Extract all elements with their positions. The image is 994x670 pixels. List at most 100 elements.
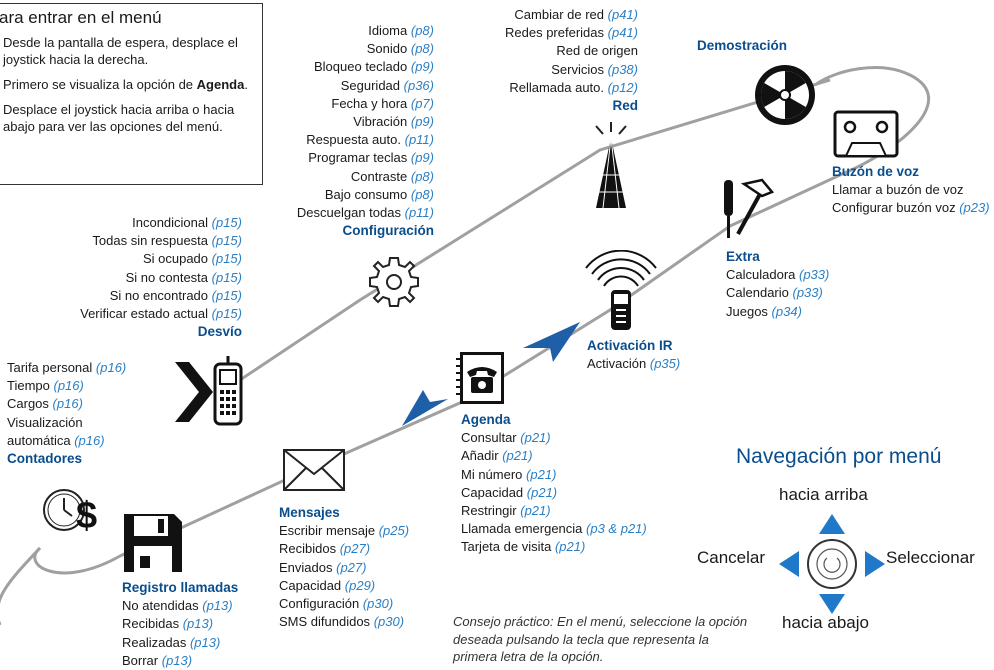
instructions-step-1: Desde la pantalla de espera, desplace el… — [3, 35, 238, 67]
configuracion-item[interactable]: Descuelgan todas (p11) — [250, 204, 434, 222]
desvio-item[interactable]: Si no encontrado (p15) — [40, 287, 242, 305]
registro-item-label: No atendidas — [122, 598, 199, 614]
configuracion-item[interactable]: Seguridad (p36) — [250, 77, 434, 95]
red-title[interactable]: Red — [612, 98, 638, 114]
contadores-item[interactable]: Cargos (p16) — [7, 395, 126, 413]
extra-item[interactable]: Calculadora (p33) — [726, 266, 829, 284]
desvio-item-label: Si no contesta — [125, 269, 209, 285]
red-item[interactable]: Servicios (p38) — [440, 61, 638, 79]
configuracion-item-label: Idioma — [368, 23, 408, 38]
contadores-item-page-ref: (p16) — [52, 396, 83, 412]
contadores-item[interactable]: Tarifa personal (p16) — [7, 359, 126, 377]
activacion-ir-title[interactable]: Activación IR — [587, 338, 673, 353]
red-item-label: Servicios — [551, 61, 605, 77]
agenda-item-label: Tarjeta de visita — [461, 539, 552, 555]
extra-item[interactable]: Calendario (p33) — [726, 284, 829, 302]
configuracion-item-page-ref: (p11) — [404, 132, 434, 148]
registro-item-label: Realizadas — [122, 634, 187, 650]
desvio-item[interactable]: Incondicional (p15) — [40, 214, 242, 232]
extra-title[interactable]: Extra — [726, 249, 760, 264]
buzon-item[interactable]: Llamar a buzón de voz — [832, 181, 990, 199]
desvio-title[interactable]: Desvío — [197, 324, 242, 340]
desvio-item-page-ref: (p15) — [211, 287, 242, 303]
menu-extra: Extra Calculadora (p33)Calendario (p33)J… — [726, 248, 829, 321]
configuracion-item-label: Bloqueo teclado — [314, 59, 408, 75]
red-item-label: Red de origen — [556, 43, 638, 59]
configuracion-item[interactable]: Idioma (p8) — [250, 22, 434, 40]
voicemail-cassette-icon — [833, 110, 899, 158]
configuracion-item[interactable]: Bajo consumo (p8) — [250, 186, 434, 204]
menu-demostracion: Demostración — [697, 37, 787, 55]
registro-item-page-ref: (p13) — [161, 652, 193, 668]
practical-tip: Consejo práctico: En el menú, seleccione… — [453, 614, 748, 664]
registro-item[interactable]: Borrar (p13) — [122, 652, 238, 670]
agenda-item[interactable]: Añadir (p21) — [461, 447, 647, 465]
red-item[interactable]: Red de origen — [440, 42, 638, 60]
configuracion-item[interactable]: Respuesta auto. (p11) — [250, 131, 434, 149]
registro-item-label: Borrar — [122, 652, 159, 668]
configuracion-item-label: Contraste — [350, 168, 408, 184]
mensajes-item-page-ref: (p29) — [344, 577, 376, 593]
configuracion-item[interactable]: Bloqueo teclado (p9) — [250, 58, 434, 76]
direction-arrow-upper — [523, 322, 580, 362]
agenda-item[interactable]: Restringir (p21) — [461, 502, 647, 520]
configuracion-item[interactable]: Programar teclas (p9) — [250, 149, 434, 167]
configuracion-item[interactable]: Fecha y hora (p7) — [250, 95, 434, 113]
extra-item[interactable]: Juegos (p34) — [726, 303, 829, 321]
contadores-item[interactable]: Tiempo (p16) — [7, 377, 126, 395]
configuracion-item[interactable]: Sonido (p8) — [250, 40, 434, 58]
red-item-page-ref: (p41) — [607, 25, 638, 41]
mensajes-item[interactable]: SMS difundidos (p30) — [279, 613, 409, 631]
agenda-title[interactable]: Agenda — [461, 412, 511, 427]
agenda-item-page-ref: (p21) — [526, 466, 557, 482]
mensajes-item[interactable]: Configuración (p30) — [279, 595, 409, 613]
registro-item[interactable]: Realizadas (p13) — [122, 634, 238, 652]
mensajes-title[interactable]: Mensajes — [279, 505, 340, 520]
agenda-item[interactable]: Capacidad (p21) — [461, 484, 647, 502]
red-item[interactable]: Rellamada auto. (p12) — [440, 79, 638, 97]
buzon-item[interactable]: Configurar buzón voz (p23) — [832, 199, 990, 217]
desvio-item[interactable]: Si no contesta (p15) — [40, 269, 242, 287]
contadores-item[interactable]: Visualización — [7, 414, 126, 432]
agenda-item-page-ref: (p21) — [554, 539, 586, 555]
agenda-item-page-ref: (p21) — [526, 484, 558, 500]
menu-activacion-ir: Activación IR Activación (p35) — [587, 337, 680, 373]
mensajes-item[interactable]: Escribir mensaje (p25) — [279, 522, 409, 540]
mensajes-item[interactable]: Enviados (p27) — [279, 559, 409, 577]
desvio-item[interactable]: Verificar estado actual (p15) — [40, 305, 242, 323]
mensajes-item[interactable]: Capacidad (p29) — [279, 577, 409, 595]
red-item[interactable]: Cambiar de red (p41) — [440, 6, 638, 24]
contadores-item-label: Cargos — [7, 396, 49, 412]
contadores-item-page-ref: (p16) — [53, 378, 84, 394]
mensajes-item-label: SMS difundidos — [279, 614, 371, 630]
configuracion-item[interactable]: Contraste (p8) — [250, 168, 434, 186]
red-item-label: Cambiar de red — [514, 7, 605, 22]
agenda-item[interactable]: Mi número (p21) — [461, 466, 647, 484]
demostracion-title[interactable]: Demostración — [697, 38, 788, 53]
red-item[interactable]: Redes preferidas (p41) — [440, 24, 638, 42]
buzon-title[interactable]: Buzón de voz — [832, 164, 919, 179]
contadores-item-label: automática — [7, 432, 71, 448]
contadores-title[interactable]: Contadores — [7, 451, 83, 467]
desvio-item[interactable]: Todas sin respuesta (p15) — [40, 232, 242, 250]
registro-item[interactable]: No atendidas (p13) — [122, 597, 238, 615]
configuracion-title[interactable]: Configuración — [342, 223, 435, 239]
extra-item-label: Calculadora — [726, 267, 796, 283]
joystick-icon[interactable] — [777, 512, 887, 616]
agenda-item-label: Mi número — [461, 466, 523, 482]
registro-item[interactable]: Recibidas (p13) — [122, 615, 238, 633]
joystick-down-arrow-icon — [819, 594, 845, 614]
navigation-title: Navegación por menú — [736, 445, 942, 468]
mensajes-item[interactable]: Recibidos (p27) — [279, 540, 409, 558]
agenda-item[interactable]: Consultar (p21) — [461, 429, 647, 447]
desvio-item[interactable]: Si ocupado (p15) — [40, 250, 242, 268]
agenda-item-page-ref: (p21) — [502, 448, 533, 464]
activacion-ir-item[interactable]: Activación (p35) — [587, 355, 680, 373]
registro-title[interactable]: Registro llamadas — [122, 580, 239, 595]
mensajes-item-page-ref: (p27) — [339, 541, 371, 557]
agenda-item[interactable]: Tarjeta de visita (p21) — [461, 538, 647, 556]
agenda-item[interactable]: Llamada emergencia (p3 & p21) — [461, 520, 647, 538]
contadores-item[interactable]: automática (p16) — [7, 432, 126, 450]
configuracion-item[interactable]: Vibración (p9) — [250, 113, 434, 131]
